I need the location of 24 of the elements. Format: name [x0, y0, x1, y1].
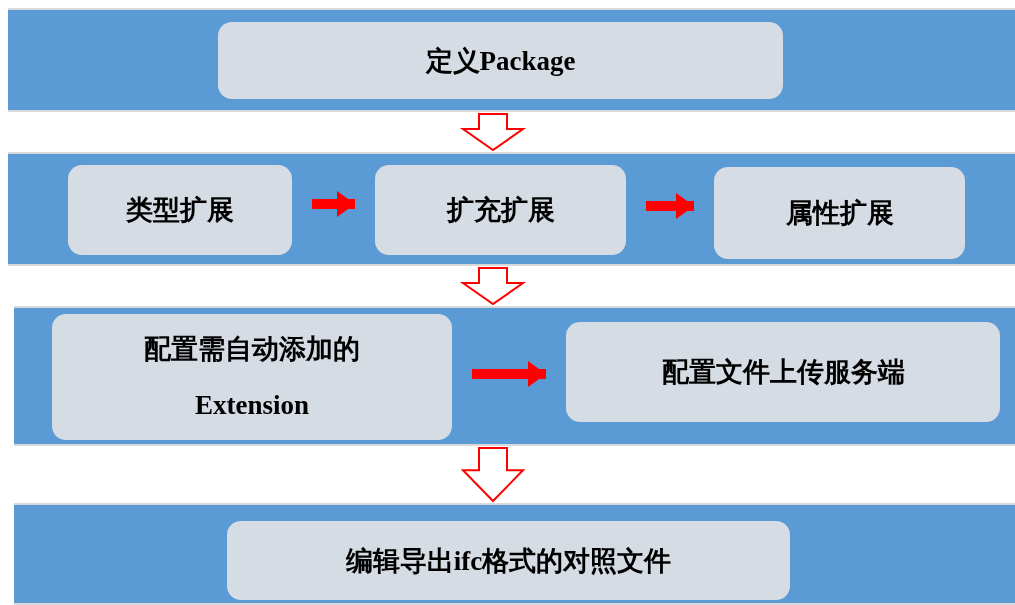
process-box: [375, 165, 626, 255]
block-arrow: [460, 447, 526, 503]
box-label: 编辑导出ifc格式的对照文件: [345, 544, 672, 578]
arrow: [472, 361, 546, 387]
process-box: [227, 521, 790, 600]
box-label: 定义Package: [425, 44, 576, 78]
band: [14, 306, 1015, 446]
box-label: 配置文件上传服务端: [661, 356, 905, 389]
process-box: [52, 314, 452, 440]
arrow: [646, 193, 694, 219]
process-box: [714, 167, 965, 259]
box-label: 属性扩展: [785, 197, 894, 230]
block-arrow: [459, 267, 527, 306]
box-label: 类型扩展: [126, 194, 234, 227]
process-box: [68, 165, 292, 255]
band: [8, 8, 1015, 112]
box-label: 扩充扩展: [446, 194, 555, 227]
box-label: 配置需自动添加的 Extension: [143, 333, 361, 422]
band: [8, 152, 1015, 266]
arrow: [312, 191, 355, 217]
process-box: [218, 22, 783, 99]
band: [14, 503, 1015, 605]
block-arrow: [459, 113, 527, 152]
process-box: [566, 322, 1000, 422]
